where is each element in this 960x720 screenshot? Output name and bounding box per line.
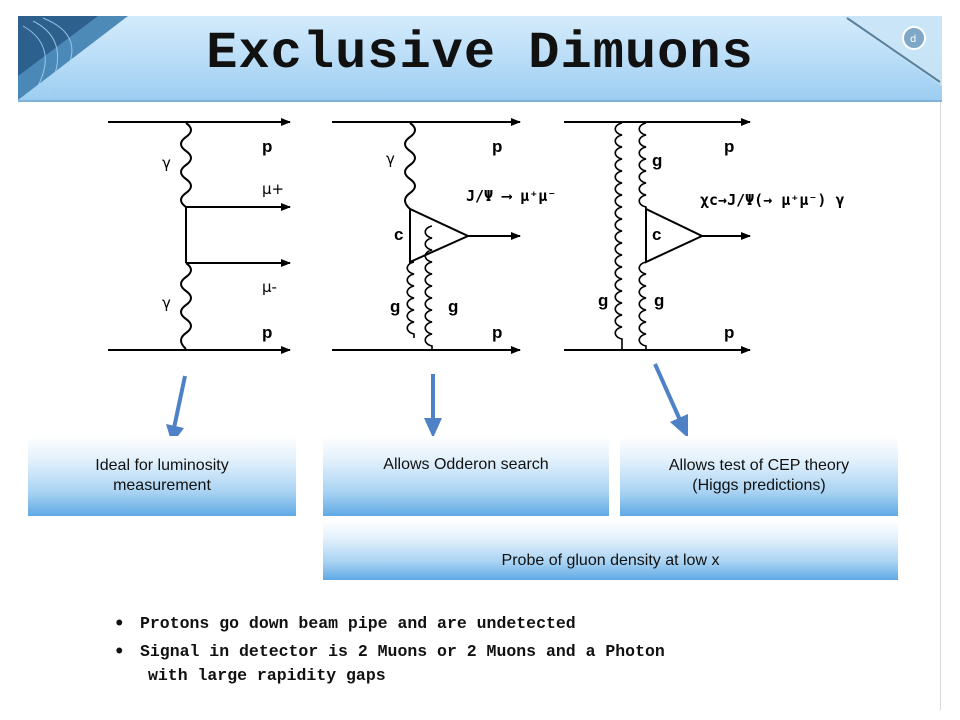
- gluon-line1: Probe of gluon density at low x: [501, 552, 720, 569]
- gluon-label-right: g: [448, 297, 458, 316]
- odderon-line1: Allows Odderon search: [383, 456, 549, 473]
- proton-label-bottom: p: [262, 323, 272, 342]
- jpsi-decay-label: J/Ψ ⟶ μ⁺μ⁻: [466, 187, 556, 205]
- cep-callout: Allows test of CEP theory (Higgs predict…: [620, 436, 898, 516]
- proton-label-top: p: [492, 137, 502, 156]
- gamma-label-bottom: γ: [162, 294, 171, 312]
- luminosity-line1: Ideal for luminosity: [95, 457, 229, 474]
- corner-decoration-right: d: [842, 16, 942, 86]
- gamma-label-top: γ: [162, 154, 171, 172]
- proton-label-top: p: [724, 137, 734, 156]
- gluon-left: [406, 261, 415, 338]
- chic-decay-label: χc→J/Ψ(→ μ⁺μ⁻) γ: [700, 191, 845, 209]
- gamma-label: γ: [386, 150, 395, 168]
- bullet-dot: •: [114, 642, 125, 661]
- photon-top: [180, 122, 192, 208]
- photon-bottom: [180, 262, 192, 350]
- bullet-dot: •: [114, 614, 125, 633]
- mu-minus-label: μ-: [262, 278, 277, 296]
- photon-line: [404, 122, 416, 210]
- page-title: Exclusive Dimuons: [206, 24, 754, 83]
- odderon-callout: Allows Odderon search: [323, 436, 609, 516]
- diagram-photoproduction: γ c g g p p J/Ψ ⟶ μ⁺μ⁻: [332, 118, 556, 354]
- charm-label: c: [394, 225, 403, 244]
- diagram-central-exclusive: g c g g p p χc→J/Ψ(→ μ⁺μ⁻) γ: [564, 118, 845, 354]
- bullet-continuation: with large rapidity gaps: [148, 666, 386, 685]
- gluon-density-callout: Probe of gluon density at low x: [323, 520, 898, 580]
- luminosity-line2: measurement: [113, 477, 211, 494]
- cep-line1: Allows test of CEP theory: [668, 457, 850, 474]
- arrow-to-odderon: [424, 374, 442, 438]
- proton-label-bottom: p: [492, 323, 502, 342]
- luminosity-callout: Ideal for luminosity measurement: [28, 436, 296, 516]
- bullet-item: •Signal in detector is 2 Muons or 2 Muon…: [112, 640, 932, 664]
- gluon-exchange-left: [614, 122, 623, 349]
- gluon-label-left: g: [598, 291, 608, 310]
- gluon-exchange-right-top: [638, 122, 647, 209]
- corner-decoration-left: [18, 16, 128, 100]
- cep-line2: (Higgs predictions): [692, 477, 826, 494]
- gluon-label-right: g: [654, 291, 664, 310]
- svg-text:d: d: [910, 34, 916, 45]
- diagram-photon-fusion: γ γ p p μ+ μ-: [108, 118, 291, 354]
- bullet-list: •Protons go down beam pipe and are undet…: [112, 612, 932, 692]
- chic-loop-triangle: [645, 207, 705, 264]
- gluon-label-left: g: [390, 297, 400, 316]
- right-divider: [940, 100, 941, 710]
- proton-label-bottom: p: [724, 323, 734, 342]
- arrow-to-luminosity: [166, 375, 187, 444]
- bullet-item: •Protons go down beam pipe and are undet…: [112, 612, 932, 636]
- charm-loop-triangle: [409, 207, 471, 264]
- gluon-label-top: g: [652, 151, 662, 170]
- proton-label-top: p: [262, 137, 272, 156]
- charm-label: c: [652, 225, 661, 244]
- gluon-exchange-right-bottom: [638, 261, 647, 350]
- arrow-to-cep: [653, 363, 688, 438]
- mu-plus-label: μ+: [262, 180, 284, 198]
- gluon-right: [424, 225, 433, 350]
- title-banner: d Exclusive Dimuons: [18, 16, 942, 102]
- pointer-arrows: [166, 363, 688, 444]
